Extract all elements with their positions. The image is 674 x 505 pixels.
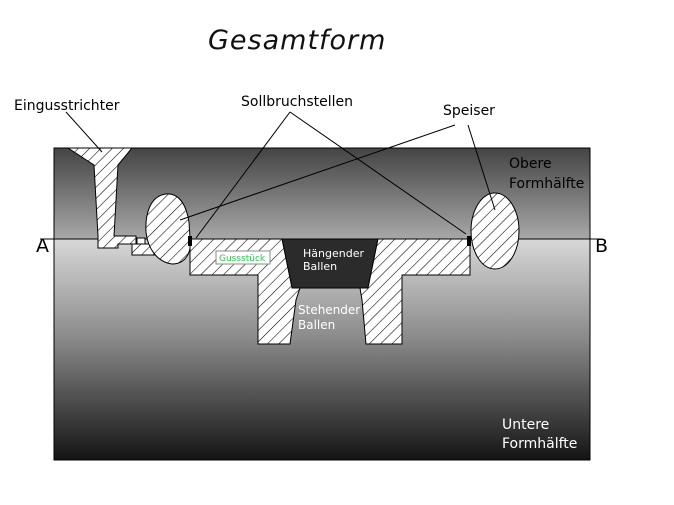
left-riser	[145, 193, 191, 265]
label-upper-half-1: Obere	[509, 156, 552, 172]
leader-breakpoint-left	[195, 111, 291, 239]
breakpoint-right	[467, 236, 471, 246]
leader-sprue	[65, 111, 103, 153]
label-upper-half-2: Formhälfte	[509, 176, 584, 192]
leader-breakpoint-right	[289, 111, 467, 235]
leader-riser-left	[179, 124, 456, 221]
casting-label-box	[215, 250, 271, 265]
label-hanging-core-1: Hängender	[303, 247, 364, 260]
label-risers: Speiser	[443, 103, 495, 119]
label-point-a: A	[36, 235, 49, 257]
right-riser	[470, 192, 520, 270]
leader-riser-right	[467, 124, 496, 211]
label-standing-core-2: Ballen	[298, 318, 335, 332]
label-standing-core-1: Stehender	[298, 303, 360, 317]
casting-right	[359, 238, 471, 345]
label-breakpoints: Sollbruchstellen	[241, 94, 353, 110]
label-lower-half-2: Formhälfte	[502, 436, 577, 452]
breakpoint-left	[188, 236, 192, 246]
sprue	[66, 147, 137, 249]
page-title: Gesamtform	[208, 25, 386, 56]
casting	[189, 238, 301, 345]
label-sprue: Eingusstrichter	[14, 98, 120, 114]
label-hanging-core-2: Ballen	[303, 260, 337, 273]
label-lower-half-1: Untere	[502, 417, 549, 433]
breakpoint-gate	[136, 237, 146, 245]
label-casting: Gussstück	[219, 254, 266, 264]
label-point-b: B	[595, 235, 608, 257]
